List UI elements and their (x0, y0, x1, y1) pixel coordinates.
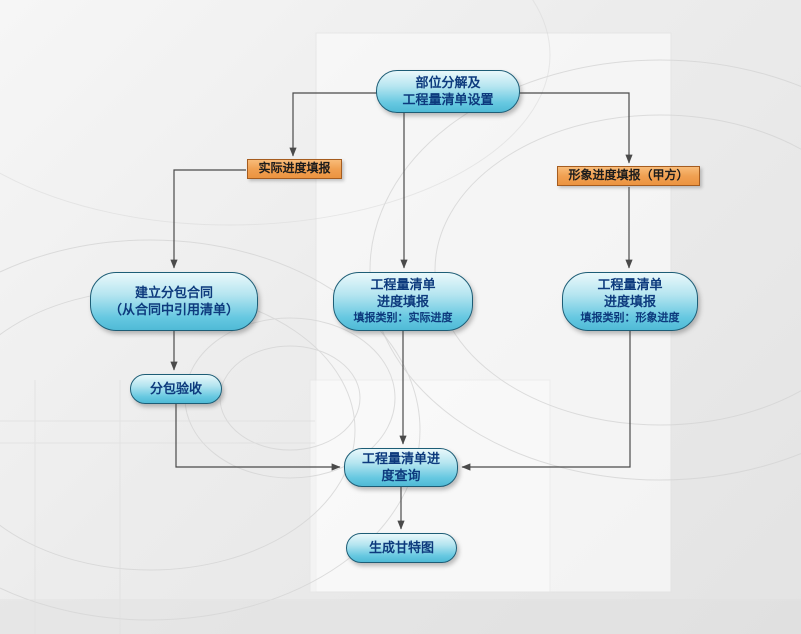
connector-setup-to-visual (519, 92, 633, 164)
node-boq-actual-line2: 进度填报 (376, 294, 429, 310)
node-setup-line2: 工程量清单设置 (402, 91, 494, 107)
node-boq-actual: 工程量清单 进度填报 填报类别：实际进度 (333, 272, 473, 331)
node-acceptance: 分包验收 (130, 374, 222, 404)
node-actual-progress-label: 实际进度填报 (258, 161, 331, 176)
connector-actual-to-subcontract (170, 169, 246, 269)
decor-grid (0, 380, 801, 634)
node-boq-actual-sub: 填报类别：实际进度 (353, 311, 453, 324)
node-visual-progress: 形象进度填报（甲方） (557, 166, 700, 186)
node-subcontract-line2: （从合同中引用清单） (108, 301, 239, 317)
node-query: 工程量清单进 度查询 (344, 448, 458, 487)
node-gantt: 生成甘特图 (346, 533, 457, 563)
connector-boq-visual-to-query (461, 331, 631, 471)
connector-acceptance-to-query (175, 404, 341, 471)
node-boq-visual: 工程量清单 进度填报 填报类别：形象进度 (562, 272, 698, 331)
node-boq-visual-line2: 进度填报 (603, 294, 656, 310)
node-visual-progress-label: 形象进度填报（甲方） (568, 168, 689, 183)
node-boq-actual-line1: 工程量清单 (370, 277, 436, 293)
node-acceptance-label: 分包验收 (149, 380, 202, 396)
node-boq-visual-line1: 工程量清单 (597, 277, 663, 293)
node-setup: 部位分解及 工程量清单设置 (376, 70, 520, 113)
node-query-line1: 工程量清单进 (361, 450, 440, 466)
node-subcontract: 建立分包合同 （从合同中引用清单） (90, 272, 258, 331)
node-query-line2: 度查询 (381, 467, 421, 483)
connector-setup-to-actual (289, 92, 377, 157)
node-actual-progress: 实际进度填报 (247, 159, 342, 179)
node-setup-line1: 部位分解及 (415, 74, 481, 90)
node-gantt-label: 生成甘特图 (368, 539, 434, 555)
node-subcontract-line1: 建立分包合同 (134, 284, 213, 300)
node-boq-visual-sub: 填报类别：形象进度 (580, 311, 680, 324)
